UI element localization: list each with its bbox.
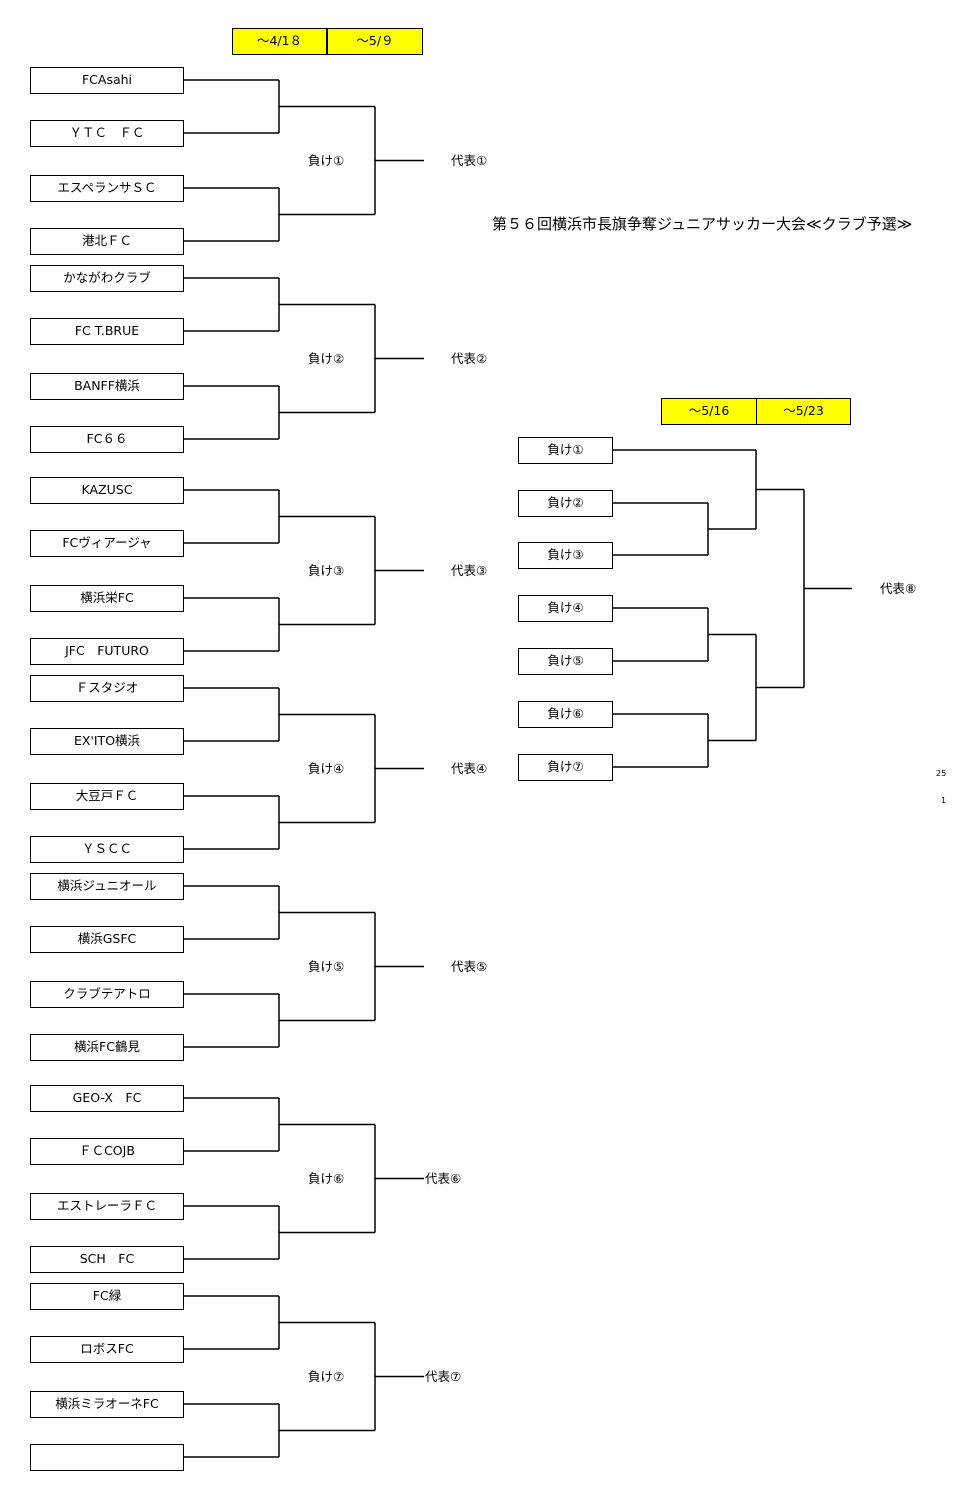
team-box: 横浜栄FC xyxy=(30,585,184,612)
representative-label: 代表⑥ xyxy=(425,1170,462,1186)
bye-slot xyxy=(30,1444,184,1471)
group-winner-label: 負け⑥ xyxy=(308,1170,345,1186)
group-winner-label: 負け② xyxy=(308,350,345,366)
team-box: BANFF横浜 xyxy=(30,373,184,400)
round-date-header: ～5/９ xyxy=(327,28,423,55)
team-box: 横浜FC鶴見 xyxy=(30,1034,184,1061)
team-box: FC６６ xyxy=(30,426,184,453)
final-slot-box: 負け④ xyxy=(518,595,613,622)
team-box: エストレーラＦＣ xyxy=(30,1193,184,1220)
representative-label: 代表④ xyxy=(451,760,488,776)
margin-note: 1 xyxy=(941,796,947,805)
group-winner-label: 負け⑦ xyxy=(308,1368,345,1384)
representative-label: 代表② xyxy=(451,350,488,366)
group-winner-label: 負け① xyxy=(308,152,345,168)
round-date-header: ～5/23 xyxy=(756,398,851,425)
team-box: 港北ＦＣ xyxy=(30,228,184,255)
representative-label: 代表① xyxy=(451,152,488,168)
group-winner-label: 負け③ xyxy=(308,562,345,578)
final-slot-box: 負け⑤ xyxy=(518,648,613,675)
final-slot-box: 負け⑥ xyxy=(518,701,613,728)
group-winner-label: 負け⑤ xyxy=(308,958,345,974)
team-box: ＹＴＣ ＦＣ xyxy=(30,120,184,147)
team-box: SCH FC xyxy=(30,1246,184,1273)
team-box: Ｆスタジオ xyxy=(30,675,184,702)
team-box: JFC FUTURO xyxy=(30,638,184,665)
group-winner-label: 負け④ xyxy=(308,760,345,776)
team-box: KAZUSC xyxy=(30,477,184,504)
final-slot-box: 負け③ xyxy=(518,542,613,569)
team-box: ロボスFC xyxy=(30,1336,184,1363)
team-box: ＦＣCOJB xyxy=(30,1138,184,1165)
final-representative-label: 代表⑧ xyxy=(880,580,917,596)
final-slot-box: 負け② xyxy=(518,490,613,517)
team-box: FC緑 xyxy=(30,1283,184,1310)
team-box: クラブテアトロ xyxy=(30,981,184,1008)
team-box: 横浜ジュニオール xyxy=(30,873,184,900)
final-slot-box: 負け① xyxy=(518,437,613,464)
page-title: 第５６回横浜市長旗争奪ジュニアサッカー大会≪クラブ予選≫ xyxy=(492,215,913,233)
round-date-header: ～4/1８ xyxy=(232,28,327,55)
margin-note: 25 xyxy=(936,769,947,778)
team-box: 横浜ミラオーネFC xyxy=(30,1391,184,1418)
team-box: FCヴィアージャ xyxy=(30,530,184,557)
final-slot-box: 負け⑦ xyxy=(518,754,613,781)
representative-label: 代表③ xyxy=(451,562,488,578)
team-box: FC T.BRUE xyxy=(30,318,184,345)
team-box: 横浜GSFC xyxy=(30,926,184,953)
round-date-header: ～5/16 xyxy=(661,398,757,425)
team-box: エスペランサＳＣ xyxy=(30,175,184,202)
team-box: FCAsahi xyxy=(30,67,184,94)
team-box: ＹＳＣＣ xyxy=(30,836,184,863)
team-box: かながわクラブ xyxy=(30,265,184,292)
representative-label: 代表⑤ xyxy=(451,958,488,974)
team-box: 大豆戸ＦＣ xyxy=(30,783,184,810)
team-box: EX'ITO横浜 xyxy=(30,728,184,755)
team-box: GEO-X FC xyxy=(30,1085,184,1112)
representative-label: 代表⑦ xyxy=(425,1368,462,1384)
